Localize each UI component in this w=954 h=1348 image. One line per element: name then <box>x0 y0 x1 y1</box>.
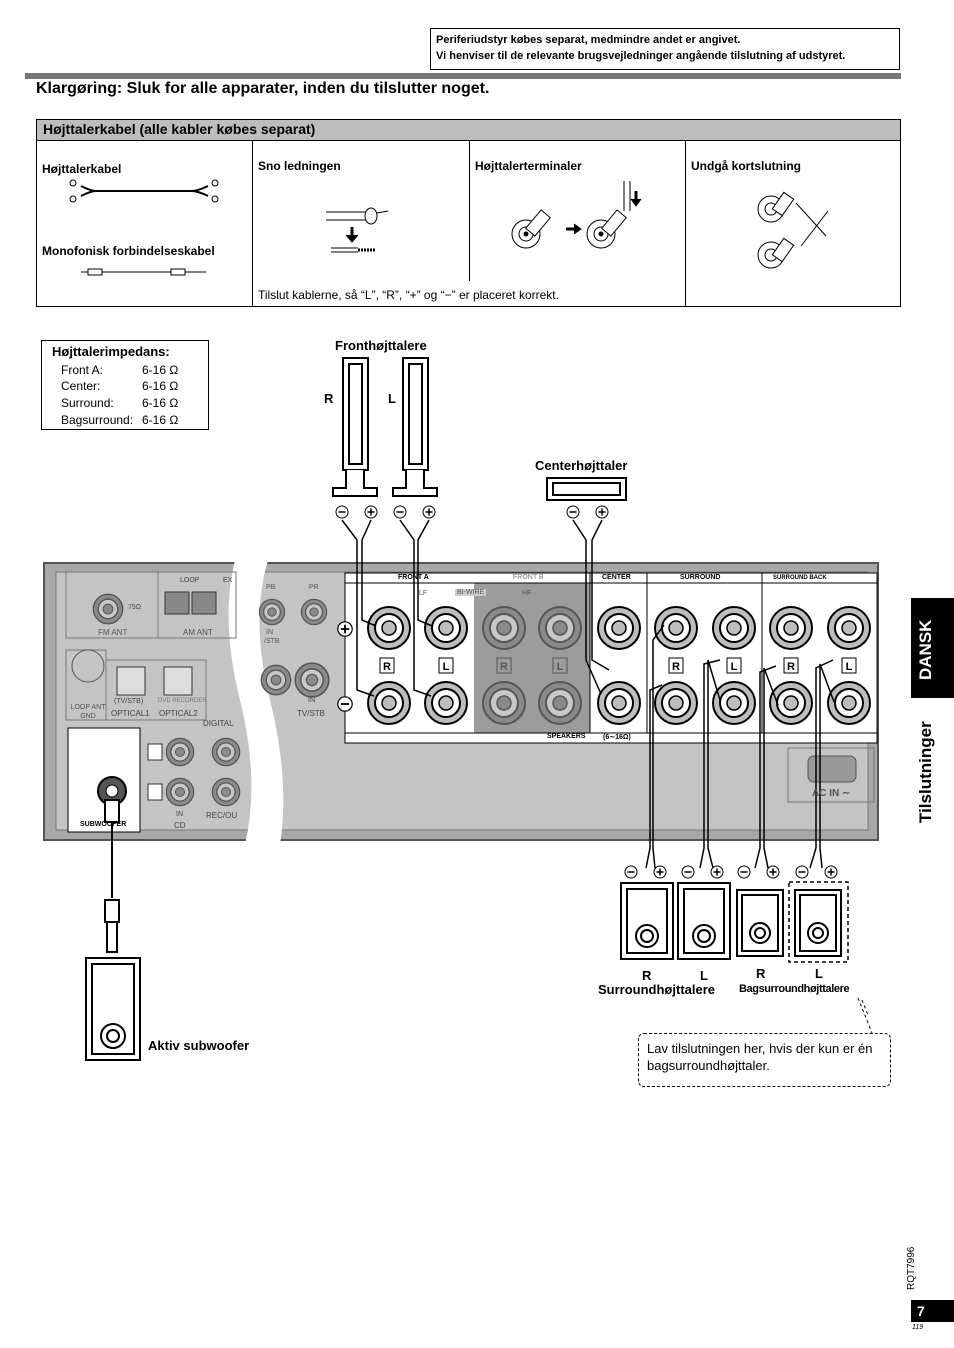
panel-in-top: IN <box>266 629 273 636</box>
subwoofer-cable <box>104 799 120 953</box>
panel-tv-stb-top: /STB <box>264 638 280 645</box>
panel-surround-back: SURROUND BACK <box>773 575 827 581</box>
active-subwoofer-label: Aktiv subwoofer <box>148 1038 250 1053</box>
panel-center: CENTER <box>602 574 631 581</box>
panel-lf: LF <box>419 590 428 597</box>
table-divider <box>252 141 253 307</box>
doc-code: RQT7996 <box>906 1246 917 1290</box>
speaker-cable-icon <box>69 179 219 203</box>
panel-digital: DIGITAL <box>203 719 234 728</box>
section-side-label: Tilslutninger <box>916 721 935 823</box>
panel-in-mid: IN <box>308 697 315 704</box>
header-rule <box>25 73 901 79</box>
panel-ac-in: AC IN ∼ <box>812 788 851 799</box>
single-back-speaker-highlight <box>788 881 849 963</box>
sub-page-number: 119 <box>912 1324 924 1331</box>
notice-line-1: Periferiudstyr købes separat, medmindre … <box>436 34 741 46</box>
surround-r-label: R <box>642 968 652 983</box>
panel-optical2: OPTICAL2 <box>159 709 198 718</box>
panel-pb: PB <box>266 584 276 591</box>
notice-line-2: Vi henviser til de relevante brugsvejled… <box>436 50 846 62</box>
panel-loop-ant-gnd: LOOP ANT GND <box>70 704 106 720</box>
back-r-label: R <box>756 966 766 981</box>
cable-label: Højttalerkabel <box>42 162 122 176</box>
panel-rec-out: REC/OU <box>206 811 238 820</box>
terminals-label: Højttalerterminaler <box>475 159 582 173</box>
panel-ext: EX <box>223 577 233 584</box>
svg-text:R: R <box>787 661 795 673</box>
impedance-front-value: 6-16 Ω <box>142 363 179 377</box>
panel-optical1: OPTICAL1 <box>111 709 150 718</box>
panel-subwoofer: SUBWOOFER <box>80 821 127 828</box>
panel-tv-stb-optical: (TV/STB) <box>114 698 144 705</box>
svg-text:L: L <box>443 661 450 673</box>
section-title: Højttalerkabel (alle kabler købes separa… <box>36 119 901 141</box>
svg-text:L: L <box>846 661 853 673</box>
panel-surround: SURROUND <box>680 574 721 581</box>
impedance-center-value: 6-16 Ω <box>142 379 179 393</box>
cable-illustrations <box>69 179 829 276</box>
panel-75ohm: 75Ω <box>128 604 142 611</box>
twist-wire-icon <box>326 207 389 253</box>
svg-text:L: L <box>557 661 564 673</box>
terminal-icon <box>511 181 642 249</box>
svg-text:L: L <box>731 661 738 673</box>
table-note: Tilslut kablerne, så “L”, “R”, “+” og “−… <box>258 288 559 302</box>
panel-pr: PR <box>309 584 319 591</box>
cable-table <box>36 141 901 307</box>
impedance-back-name: Bagsurround: <box>61 413 134 427</box>
speaker-wires <box>341 519 835 869</box>
front-r-label: R <box>324 391 334 406</box>
page-number: 7 <box>911 1300 954 1322</box>
panel-speakers: SPEAKERS <box>547 733 586 740</box>
center-speaker <box>546 477 627 501</box>
language-tab-label: DANSK <box>916 619 935 681</box>
language-tab <box>911 598 954 698</box>
impedance-back-value: 6-16 Ω <box>142 413 179 427</box>
svg-text:R: R <box>500 661 508 673</box>
impedance-front-name: Front A: <box>61 363 104 377</box>
panel-fm-ant: FM ANT <box>98 628 128 637</box>
panel-in-cd: IN <box>176 811 183 818</box>
panel-dvd-recorder: DVD RECORDER <box>158 698 207 704</box>
panel-front-b: FRONT B <box>513 574 544 581</box>
panel-bi-wire: BI-WIRE <box>455 589 487 596</box>
surround-l-label: L <box>700 968 708 983</box>
front-speakers-label: Fronthøjttalere <box>335 338 427 353</box>
table-divider <box>685 141 686 307</box>
short-circuit-icon <box>757 191 829 269</box>
back-surround-speakers-label: Bagsurroundhøjttalere <box>739 983 850 995</box>
panel-tv-stb-mid: TV/STB <box>297 709 326 718</box>
page-title: Klargøring: Sluk for alle apparater, ind… <box>36 80 490 97</box>
panel-hf: HF <box>522 590 532 597</box>
panel-cd: CD <box>174 821 186 830</box>
back-l-label: L <box>815 966 823 981</box>
front-speakers <box>332 357 438 497</box>
impedance-title: Højttalerimpedans: <box>52 344 170 359</box>
single-back-speaker-note: Lav tilslutningen her, hvis der kun er é… <box>638 1033 891 1087</box>
fm-ant-jack <box>92 593 124 625</box>
twist-label: Sno ledningen <box>258 159 341 173</box>
panel-front-a: FRONT A <box>398 574 429 581</box>
impedance-box <box>41 340 209 430</box>
panel-am-ant: AM ANT <box>183 628 213 637</box>
svg-text:R: R <box>672 661 680 673</box>
panel-speakers-imp: (6∼16Ω) <box>603 734 631 741</box>
center-speaker-label: Centerhøjttaler <box>535 458 628 473</box>
mono-cable-label: Monofonisk forbindelseskabel <box>42 244 215 258</box>
mono-cable-icon <box>81 268 206 276</box>
subwoofer-speaker <box>85 957 141 1061</box>
panel-loop: LOOP <box>180 577 200 584</box>
impedance-surround-name: Surround: <box>61 396 114 410</box>
table-divider <box>469 141 470 281</box>
surround-speakers-label: Surroundhøjttalere <box>598 982 716 997</box>
short-circuit-label: Undgå kortslutning <box>691 159 801 173</box>
impedance-surround-value: 6-16 Ω <box>142 396 179 410</box>
impedance-center-name: Center: <box>61 379 101 393</box>
svg-text:R: R <box>383 661 391 673</box>
front-l-label: L <box>388 391 396 406</box>
surround-speakers <box>620 882 842 960</box>
notice-box: Periferiudstyr købes separat, medmindre … <box>430 28 900 70</box>
